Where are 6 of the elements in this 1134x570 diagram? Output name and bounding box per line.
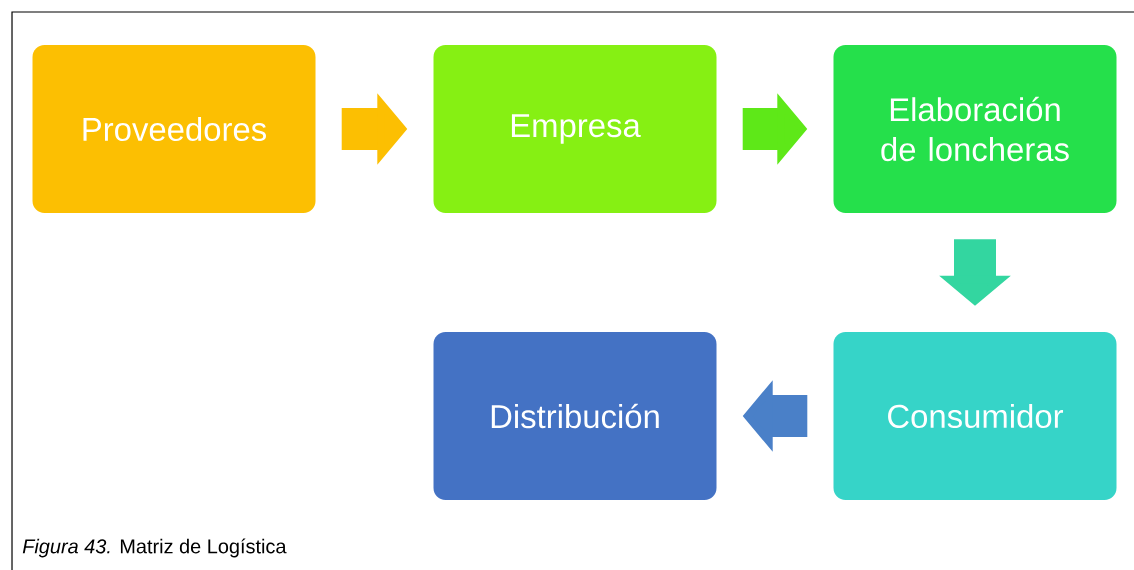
process-box: Empresa bbox=[433, 45, 717, 213]
process-box: Consumidor bbox=[833, 332, 1117, 500]
process-box: Distribución bbox=[433, 332, 717, 500]
process-box: Elaboración de loncheras bbox=[833, 45, 1117, 213]
process-box: Proveedores bbox=[32, 45, 316, 213]
caption: Figura 43. Matriz de Logística bbox=[22, 538, 287, 558]
